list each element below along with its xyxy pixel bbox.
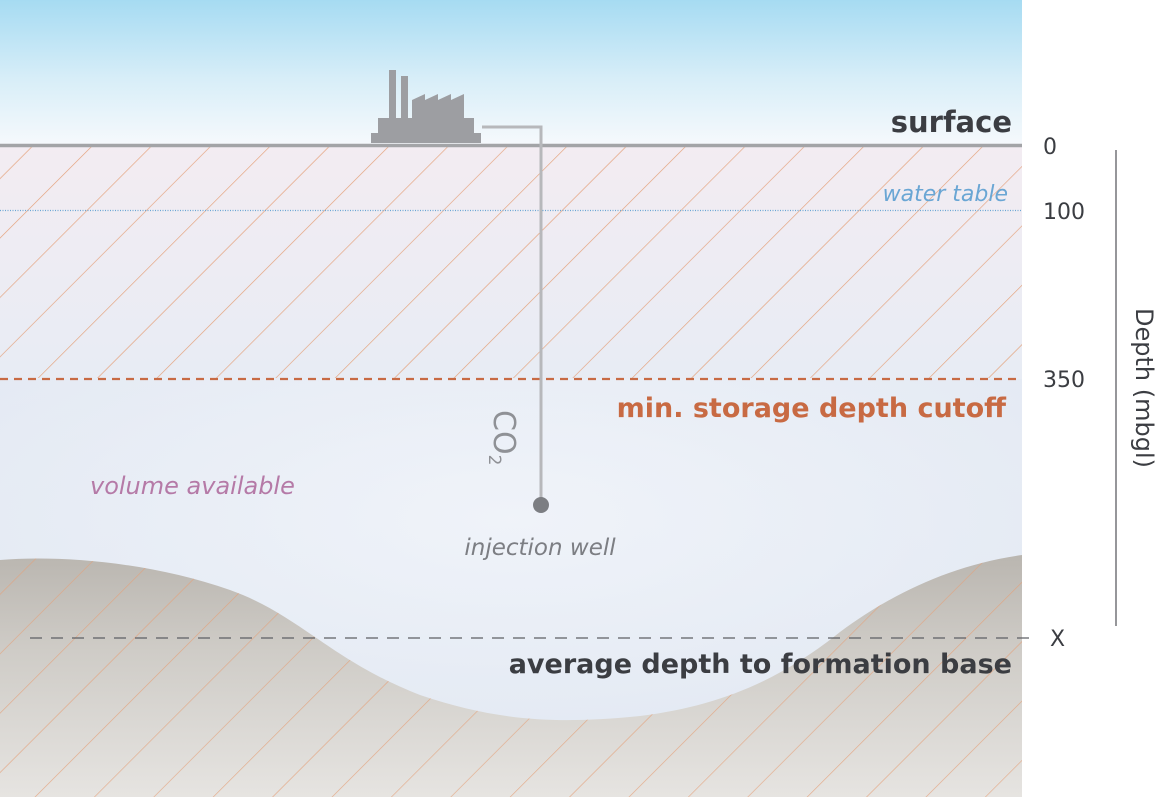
- cutoff-label: min. storage depth cutoff: [617, 393, 1008, 424]
- well-bottom-dot-icon: [533, 497, 549, 513]
- water-table-label: water table: [883, 182, 1008, 207]
- hatched-shallow-zone: [0, 147, 1022, 378]
- formation-base-label: average depth to formation base: [509, 649, 1012, 680]
- injection-well-label: injection well: [464, 535, 616, 561]
- depth-tick-100: 100: [1043, 200, 1085, 225]
- formation-base-hatch: [0, 555, 1022, 797]
- surface-label: surface: [891, 105, 1012, 139]
- depth-tick-0: 0: [1043, 135, 1057, 160]
- co2-label: CO2: [484, 410, 521, 465]
- volume-available-label: volume available: [90, 472, 295, 500]
- depth-tick-350: 350: [1043, 368, 1085, 393]
- sky: [0, 0, 1022, 145]
- depth-tick-x: X: [1050, 627, 1065, 652]
- injection-pipe: [482, 125, 543, 505]
- factory-icon: [371, 70, 481, 143]
- depth-axis-title: Depth (mbgl): [1130, 308, 1158, 468]
